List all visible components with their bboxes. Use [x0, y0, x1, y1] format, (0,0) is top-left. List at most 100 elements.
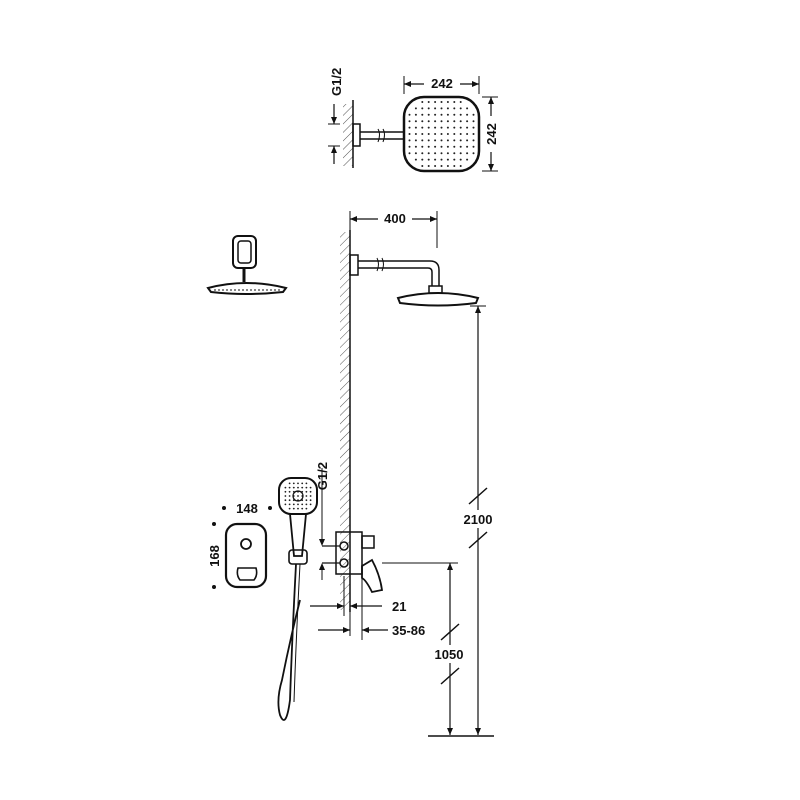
square-shower-head	[402, 95, 481, 173]
nozzle-dot	[421, 126, 424, 129]
nozzle-dot	[434, 139, 437, 142]
shower-arm	[358, 260, 440, 286]
nozzle-dot	[472, 145, 475, 148]
nozzle-dot	[440, 133, 443, 135]
hand-nozzle-dot	[288, 482, 291, 485]
nozzle-dot	[446, 113, 449, 116]
nozzle-dot	[459, 165, 462, 167]
hand-nozzle-dot	[297, 507, 299, 510]
nozzle-dot	[472, 126, 475, 129]
nozzle-dot	[414, 139, 417, 142]
hand-shower-nozzles	[284, 482, 312, 510]
side-view: 400 2100 G1/2	[310, 211, 498, 737]
hand-shower-group: 148 168	[207, 477, 318, 721]
nozzle-dot	[440, 165, 443, 167]
hand-nozzle-dot	[292, 507, 295, 510]
nozzle-dot	[434, 101, 437, 103]
nozzle-dot	[446, 152, 449, 155]
mixer-plate	[224, 522, 268, 589]
nozzle-dot	[427, 139, 430, 142]
dim-wall-range: 35-86	[392, 623, 425, 638]
hand-nozzle-dot	[288, 486, 291, 489]
dim-head-height: 242	[484, 123, 499, 145]
dim-valve-depth: 21	[392, 599, 406, 614]
nozzle-dot	[414, 133, 417, 135]
nozzle-dot	[446, 120, 449, 123]
nozzle-dot	[453, 165, 456, 167]
hand-nozzle-dot	[301, 486, 304, 489]
hand-nozzle-dot	[301, 482, 304, 485]
nozzle-dot	[459, 101, 462, 103]
nozzle-dot	[408, 133, 411, 135]
nozzle-dot	[466, 158, 469, 161]
nozzle-dot	[453, 126, 456, 129]
nozzle-dot	[453, 158, 456, 161]
nozzle-dot	[453, 133, 456, 135]
shower-head-nozzles	[408, 101, 475, 167]
nozzle-dot	[427, 126, 430, 129]
nozzle-dot	[414, 126, 417, 129]
nozzle-dot	[466, 120, 469, 123]
hand-nozzle-dot	[297, 495, 299, 497]
nozzle-dot	[414, 145, 417, 148]
nozzle-dot	[408, 120, 411, 123]
nozzle-dot	[472, 113, 475, 116]
mixer-lever	[361, 558, 384, 594]
nozzle-dot	[453, 139, 456, 142]
top-wall-section	[343, 104, 353, 166]
nozzle-dot	[434, 107, 437, 110]
dim-head-height-floor: 2100	[464, 512, 493, 527]
hand-shower-hose	[277, 563, 301, 721]
nozzle-dot	[414, 107, 417, 110]
dim-handshower-length: 148	[236, 501, 258, 516]
nozzle-dot	[427, 133, 430, 135]
hand-nozzle-dot	[288, 495, 291, 497]
nozzle-dot	[466, 152, 469, 155]
nozzle-dot	[440, 145, 443, 148]
nozzle-dot	[421, 120, 424, 123]
hand-nozzle-dot	[305, 507, 308, 510]
nozzle-dot	[459, 126, 462, 129]
front-shower-head	[206, 235, 288, 295]
nozzle-dot	[414, 113, 417, 116]
nozzle-dot	[427, 120, 430, 123]
nozzle-dot	[453, 101, 456, 103]
hand-nozzle-dot	[297, 503, 299, 506]
nozzle-dot	[434, 126, 437, 129]
nozzle-dot	[459, 120, 462, 123]
hand-nozzle-dot	[292, 482, 295, 485]
nozzle-dot	[446, 101, 449, 103]
nozzle-dot	[421, 152, 424, 155]
hand-shower-head	[278, 477, 318, 515]
nozzle-dot	[459, 133, 462, 135]
nozzle-dot	[440, 101, 443, 103]
nozzle-dot	[440, 152, 443, 155]
nozzle-dot	[453, 113, 456, 116]
nozzle-dot	[421, 139, 424, 142]
nozzle-dot	[434, 120, 437, 123]
hand-nozzle-dot	[305, 499, 308, 502]
hand-nozzle-dot	[292, 503, 295, 506]
hand-nozzle-dot	[309, 499, 312, 502]
nozzle-dot	[427, 152, 430, 155]
hand-nozzle-dot	[288, 507, 291, 510]
nozzle-dot	[421, 113, 424, 116]
nozzle-dot	[408, 139, 411, 142]
nozzle-dot	[472, 133, 475, 135]
nozzle-dot	[453, 107, 456, 110]
nozzle-dot	[408, 113, 411, 116]
nozzle-dot	[434, 165, 437, 167]
nozzle-dot	[459, 158, 462, 161]
nozzle-dot	[459, 113, 462, 116]
nozzle-dot	[466, 107, 469, 110]
valve-body	[335, 531, 363, 575]
top-view: G1/2 242 242	[328, 68, 499, 173]
dim-connection-top: G1/2	[329, 68, 344, 96]
nozzle-dot	[427, 145, 430, 148]
nozzle-dot	[440, 158, 443, 161]
nozzle-dot	[446, 158, 449, 161]
nozzle-dot	[472, 139, 475, 142]
nozzle-dot	[421, 145, 424, 148]
nozzle-dot	[427, 165, 430, 167]
hand-nozzle-dot	[284, 503, 287, 506]
